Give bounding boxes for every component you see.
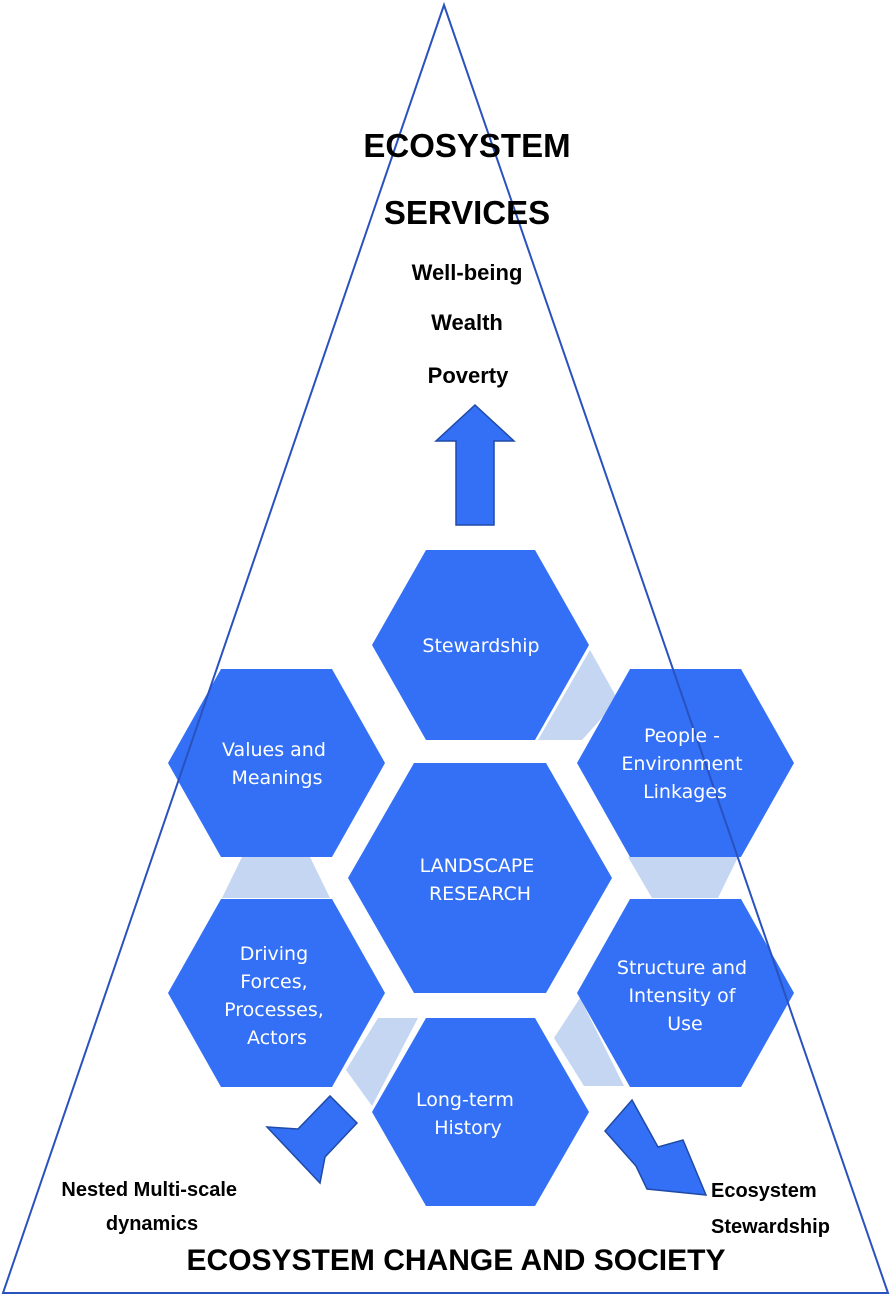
title-line-1: ECOSYSTEM [363, 127, 570, 164]
connector-people-structure [628, 857, 738, 898]
hexagon-label-structure-intensity: Structure and Intensity of Use [617, 957, 753, 1035]
hexagon-people-environment [577, 669, 794, 857]
title-item-wealth: Wealth [431, 310, 503, 335]
left-output-label: Nested Multi-scale dynamics [61, 1179, 242, 1235]
connector-values-driving [222, 857, 330, 898]
bottom-title: ECOSYSTEM CHANGE AND SOCIETY [187, 1244, 726, 1277]
hexagon-label-long-term-history: Long-term History [416, 1089, 520, 1139]
connector-structure-history [554, 998, 624, 1086]
hexagon-label-people-environment: People - Environment Linkages [621, 725, 748, 803]
hexagon-label-driving-forces: Driving Forces, Processes, Actors [224, 943, 330, 1049]
right-output-label: Ecosystem Stewardship [711, 1180, 830, 1238]
connector-stewardship-people [538, 650, 618, 740]
hexagon-driving-forces [168, 899, 385, 1087]
title-item-wellbeing: Well-being [412, 260, 523, 285]
hexagon-stewardship [372, 550, 589, 740]
hexagon-label-stewardship: Stewardship [422, 635, 539, 657]
arrow-down-left-icon [265, 1094, 359, 1185]
arrow-down-right-icon [604, 1098, 708, 1196]
hexagon-label-center: LANDSCAPE RESEARCH [420, 855, 541, 905]
title-item-poverty: Poverty [428, 363, 509, 388]
arrow-up-icon [434, 403, 516, 526]
hexagon-label-values-meanings: Values and Meanings [222, 739, 332, 789]
hexagon-values-meanings [168, 669, 385, 857]
hexagon-group [168, 550, 794, 1206]
title-line-2: SERVICES [384, 194, 550, 231]
arrow-group [265, 403, 708, 1196]
hexagon-structure-intensity [577, 899, 794, 1087]
hexagon-landscape-research [348, 763, 612, 993]
hexagon-long-term-history [372, 1018, 589, 1206]
connector-driving-history [346, 1018, 418, 1106]
hexagon-connectors [222, 650, 738, 1106]
